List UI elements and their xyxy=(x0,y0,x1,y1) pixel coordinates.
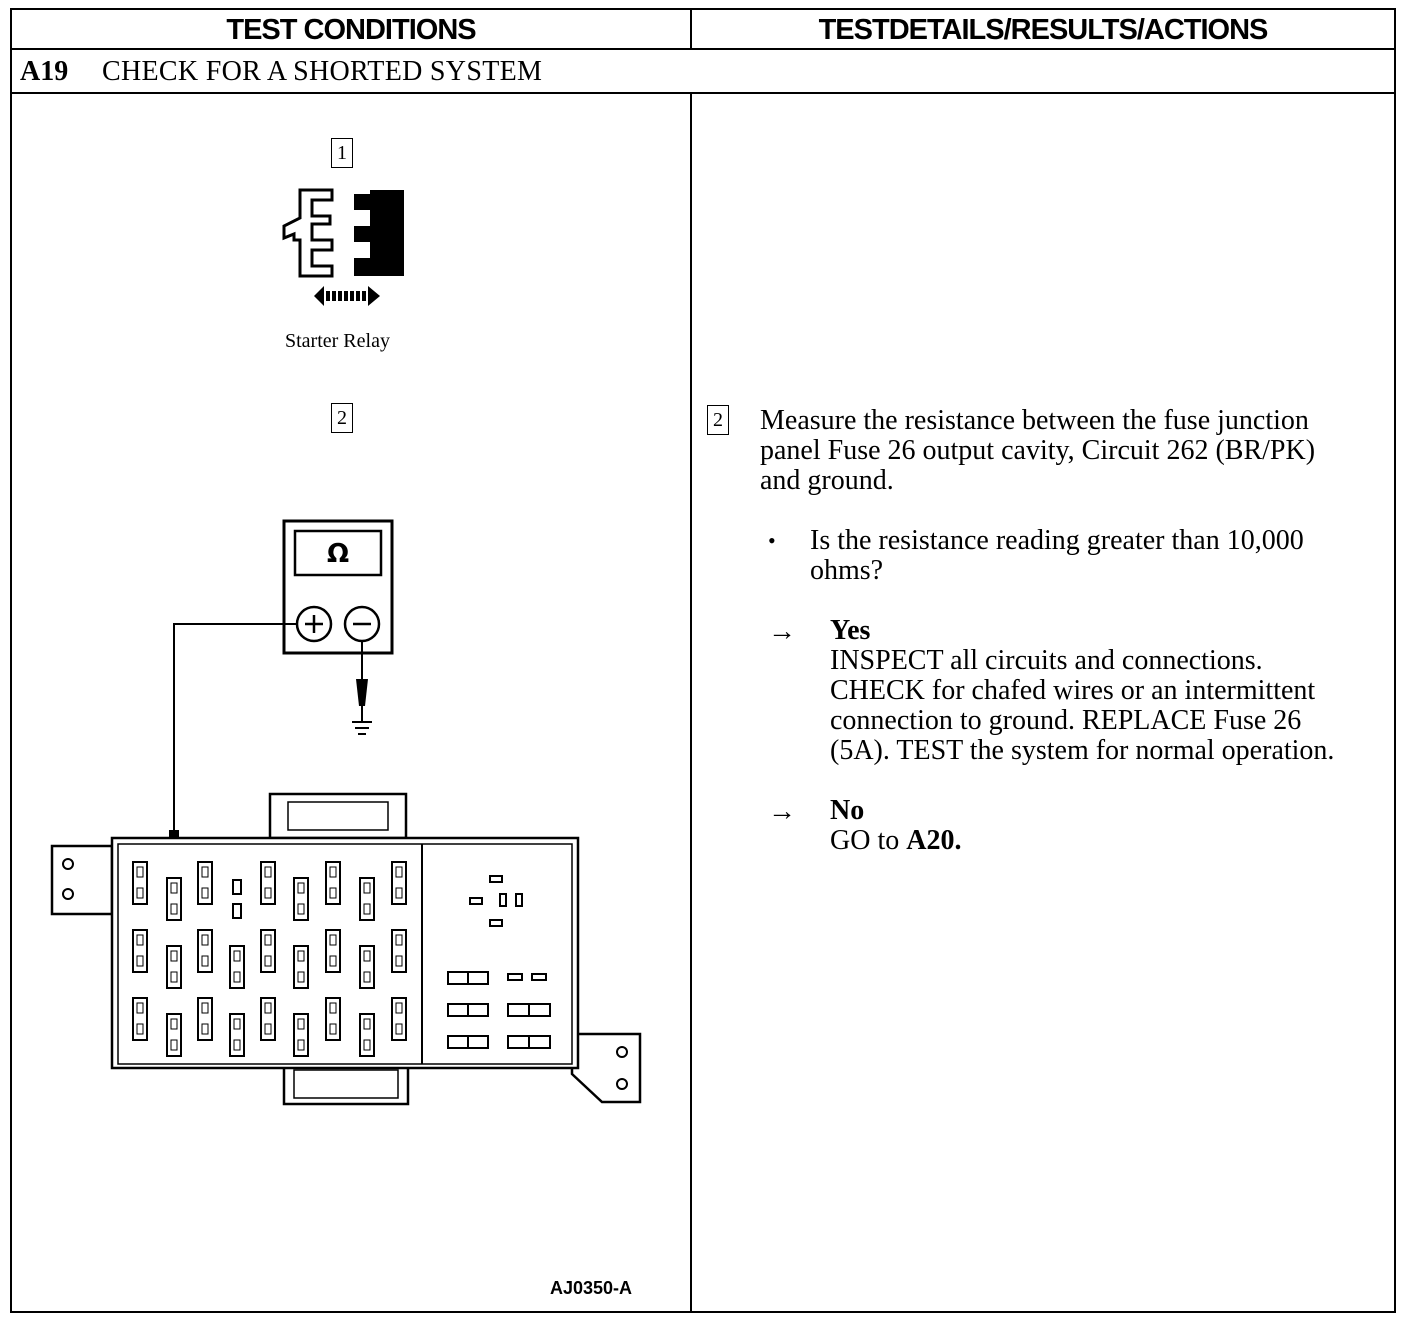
question-line-1: Is the resistance reading greater than 1… xyxy=(810,525,1304,556)
ohmmeter-icon xyxy=(282,519,394,655)
page-frame: TEST CONDITIONS TESTDETAILS/RESULTS/ACTI… xyxy=(10,8,1396,1313)
ground-icon xyxy=(352,721,372,735)
test-details-cell: 2 Measure the resistance between the fus… xyxy=(692,94,1394,1311)
yes-line-1: INSPECT all circuits and connections. xyxy=(830,645,1263,676)
instruction-line-3: and ground. xyxy=(760,465,894,496)
no-arrow-icon: → xyxy=(768,796,796,827)
yes-line-4: (5A). TEST the system for normal operati… xyxy=(830,735,1335,766)
yes-line-3: connection to ground. REPLACE Fuse 26 xyxy=(830,705,1302,736)
relay-connector-icon xyxy=(282,188,404,278)
yes-line-2: CHECK for chafed wires or an intermitten… xyxy=(830,675,1316,706)
step-id: A19 xyxy=(20,56,69,87)
test-conditions-cell: 1 xyxy=(12,94,692,1311)
step-1-marker: 1 xyxy=(331,138,353,168)
relay-cavities xyxy=(447,875,551,1049)
instruction-line-2: panel Fuse 26 output cavity, Circuit 262… xyxy=(760,435,1316,466)
figure-code: AJ0350-A xyxy=(550,1278,633,1298)
header-test-conditions: TEST CONDITIONS xyxy=(12,10,692,48)
starter-relay-caption: Starter Relay xyxy=(285,330,390,352)
step-title: CHECK FOR A SHORTED SYSTEM xyxy=(102,56,543,87)
header-test-details: TESTDETAILS/RESULTS/ACTIONS xyxy=(818,14,1269,46)
no-action-text: GO to xyxy=(830,825,907,856)
step-title-row: A19 CHECK FOR A SHORTED SYSTEM xyxy=(12,50,1394,94)
instruction-line-1: Measure the resistance between the fuse … xyxy=(760,405,1309,436)
table-header: TEST CONDITIONS TESTDETAILS/RESULTS/ACTI… xyxy=(12,10,1394,50)
details-step-2-marker: 2 xyxy=(707,405,729,435)
test-lead-negative xyxy=(356,641,368,722)
question-line-2: ohms? xyxy=(810,555,884,586)
yes-arrow-icon: → xyxy=(768,616,796,647)
no-action-target: A20. xyxy=(906,825,962,856)
no-label: No xyxy=(830,795,865,826)
yes-label: Yes xyxy=(830,615,871,646)
step-2-marker: 2 xyxy=(331,403,353,433)
fuse-rows xyxy=(132,861,407,1057)
question-bullet: • xyxy=(768,528,776,553)
no-action: GO to A20. xyxy=(830,826,961,856)
ohm-symbol: Ω xyxy=(327,539,349,569)
test-diagram: Ω xyxy=(50,188,642,1106)
disconnect-arrow-icon xyxy=(314,286,380,306)
